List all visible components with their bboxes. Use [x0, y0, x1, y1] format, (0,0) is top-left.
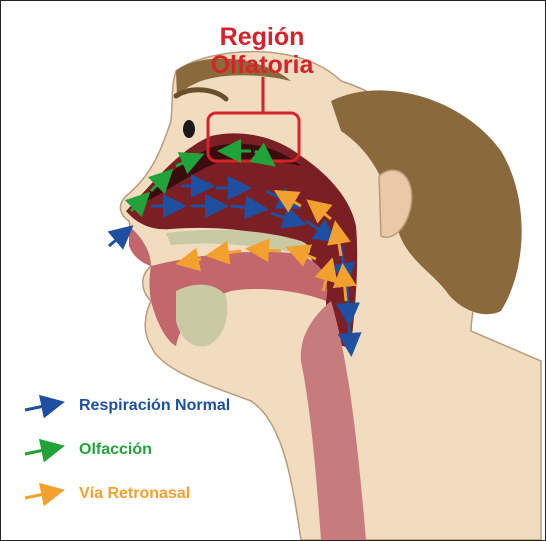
title-line-2: Olfatoria — [197, 51, 327, 79]
legend-item-retronasal: Vía Retronasal — [25, 483, 190, 505]
legend-item-respiration: Respiración Normal — [25, 395, 230, 417]
legend-label-olfaction: Olfacción — [79, 441, 152, 459]
legend-label-retronasal: Vía Retronasal — [79, 485, 190, 503]
legend-spacer — [25, 443, 65, 457]
legend-spacer — [25, 399, 65, 413]
title-line-1: Región — [197, 23, 327, 51]
legend-label-respiration: Respiración Normal — [79, 397, 230, 415]
legend-spacer — [25, 487, 65, 501]
legend-item-olfaction: Olfacción — [25, 439, 152, 461]
eye — [183, 120, 195, 138]
